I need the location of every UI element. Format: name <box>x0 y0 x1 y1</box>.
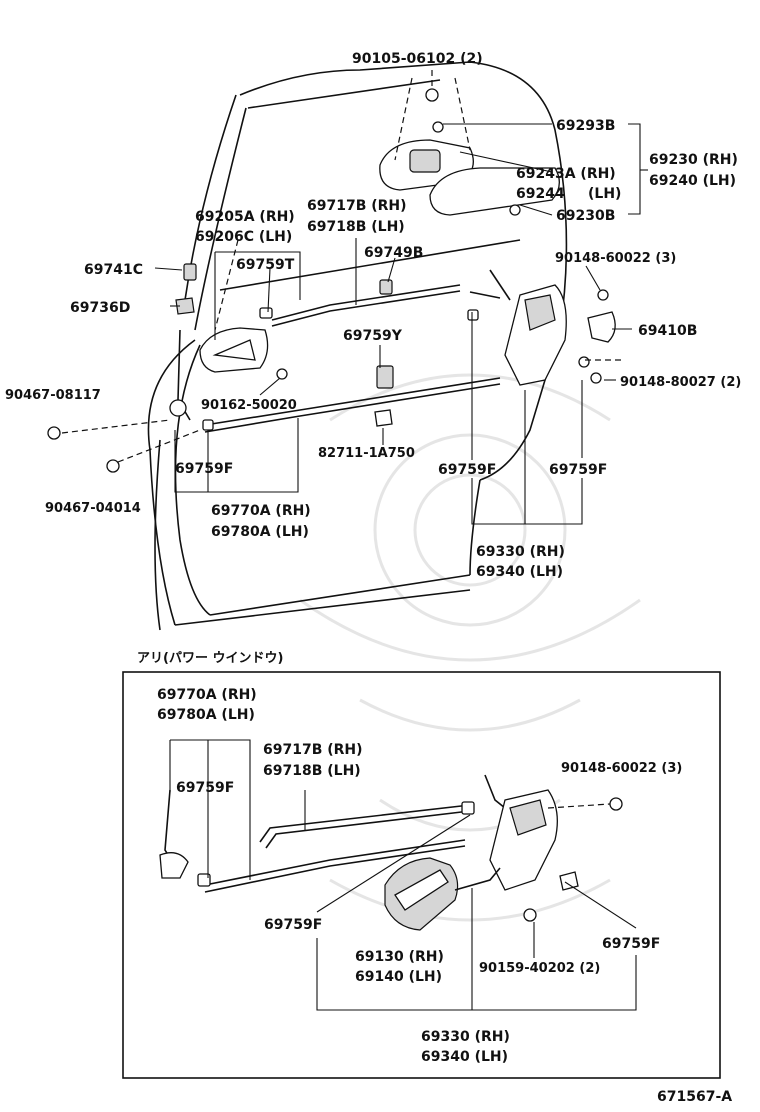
inset-label-69130: 69130 (RH) <box>355 949 444 965</box>
label-90162-50020: 90162-50020 <box>201 398 297 413</box>
inset-lock <box>159 789 623 922</box>
label-69205A: 69205A (RH) <box>195 209 295 225</box>
inset-label-90159-40202: 90159-40202 (2) <box>479 961 600 976</box>
label-69759T: 69759T <box>236 257 295 273</box>
inset-label-69140: 69140 (LH) <box>355 969 442 985</box>
label-69230: 69230 (RH) <box>649 152 738 168</box>
label-69759F-right: 69759F <box>549 462 607 478</box>
inset-leaders <box>169 739 637 1011</box>
label-69759F-left: 69759F <box>175 461 233 477</box>
label-69770A: 69770A (RH) <box>211 503 311 519</box>
label-69230B: 69230B <box>556 208 615 224</box>
inset-heading: アリ(パワー ウインドウ) <box>137 651 283 666</box>
label-69330: 69330 (RH) <box>476 544 565 560</box>
label-90148-80027: 90148-80027 (2) <box>620 375 741 390</box>
label-69293B: 69293B <box>556 118 615 134</box>
label-69736D: 69736D <box>70 300 130 316</box>
label-90467-04014: 90467-04014 <box>45 501 141 516</box>
watermark-emblem <box>299 373 641 922</box>
label-69240: 69240 (LH) <box>649 173 736 189</box>
label-69410B: 69410B <box>638 323 697 339</box>
inset-frame <box>122 671 721 1079</box>
label-69206C: 69206C (LH) <box>195 229 292 245</box>
inset-label-90148-60022: 90148-60022 (3) <box>561 761 682 776</box>
door-lock <box>504 284 616 386</box>
inset-label-69759F-left: 69759F <box>176 780 234 796</box>
label-82711-1A750: 82711-1A750 <box>318 446 415 461</box>
outside-handle <box>379 88 560 216</box>
inset-label-69759F-right: 69759F <box>602 936 660 952</box>
label-69244: 69244 <box>516 186 565 202</box>
inset-label-69780A: 69780A (LH) <box>157 707 255 723</box>
upper-leaders <box>61 70 648 525</box>
upper-label-layer: 90105-06102 (2) 69293B 69243A (RH) 69244… <box>5 51 741 580</box>
label-69759F-center: 69759F <box>438 462 496 478</box>
label-90148-60022: 90148-60022 (3) <box>555 251 676 266</box>
label-69243A: 69243A (RH) <box>516 166 616 182</box>
label-90105-06102: 90105-06102 (2) <box>352 51 483 67</box>
window-motor <box>384 857 501 931</box>
label-69780A: 69780A (LH) <box>211 524 309 540</box>
label-69718B: 69718B (LH) <box>307 219 405 235</box>
upper-clips <box>47 279 479 473</box>
inset-label-layer: 69770A (RH) 69780A (LH) 69717B (RH) 6971… <box>157 687 682 1065</box>
label-90467-08117: 90467-08117 <box>5 388 101 403</box>
inset-label-69770A: 69770A (RH) <box>157 687 257 703</box>
label-69759Y: 69759Y <box>343 328 403 344</box>
label-69749B: 69749B <box>364 245 423 261</box>
label-69244-lh: (LH) <box>588 186 621 202</box>
inset-label-69759F-center: 69759F <box>264 917 322 933</box>
door-outline <box>147 61 568 631</box>
label-69717B: 69717B (RH) <box>307 198 407 214</box>
inset-label-69340: 69340 (LH) <box>421 1049 508 1065</box>
inset-label-69717B: 69717B (RH) <box>263 742 363 758</box>
label-69741C: 69741C <box>84 262 143 278</box>
inset-label-69718B: 69718B (LH) <box>263 763 361 779</box>
inset-label-69330: 69330 (RH) <box>421 1029 510 1045</box>
diagram-id: 671567-A <box>657 1089 732 1105</box>
inside-handle <box>175 263 269 373</box>
upper-rods <box>177 269 511 433</box>
label-69340: 69340 (LH) <box>476 564 563 580</box>
